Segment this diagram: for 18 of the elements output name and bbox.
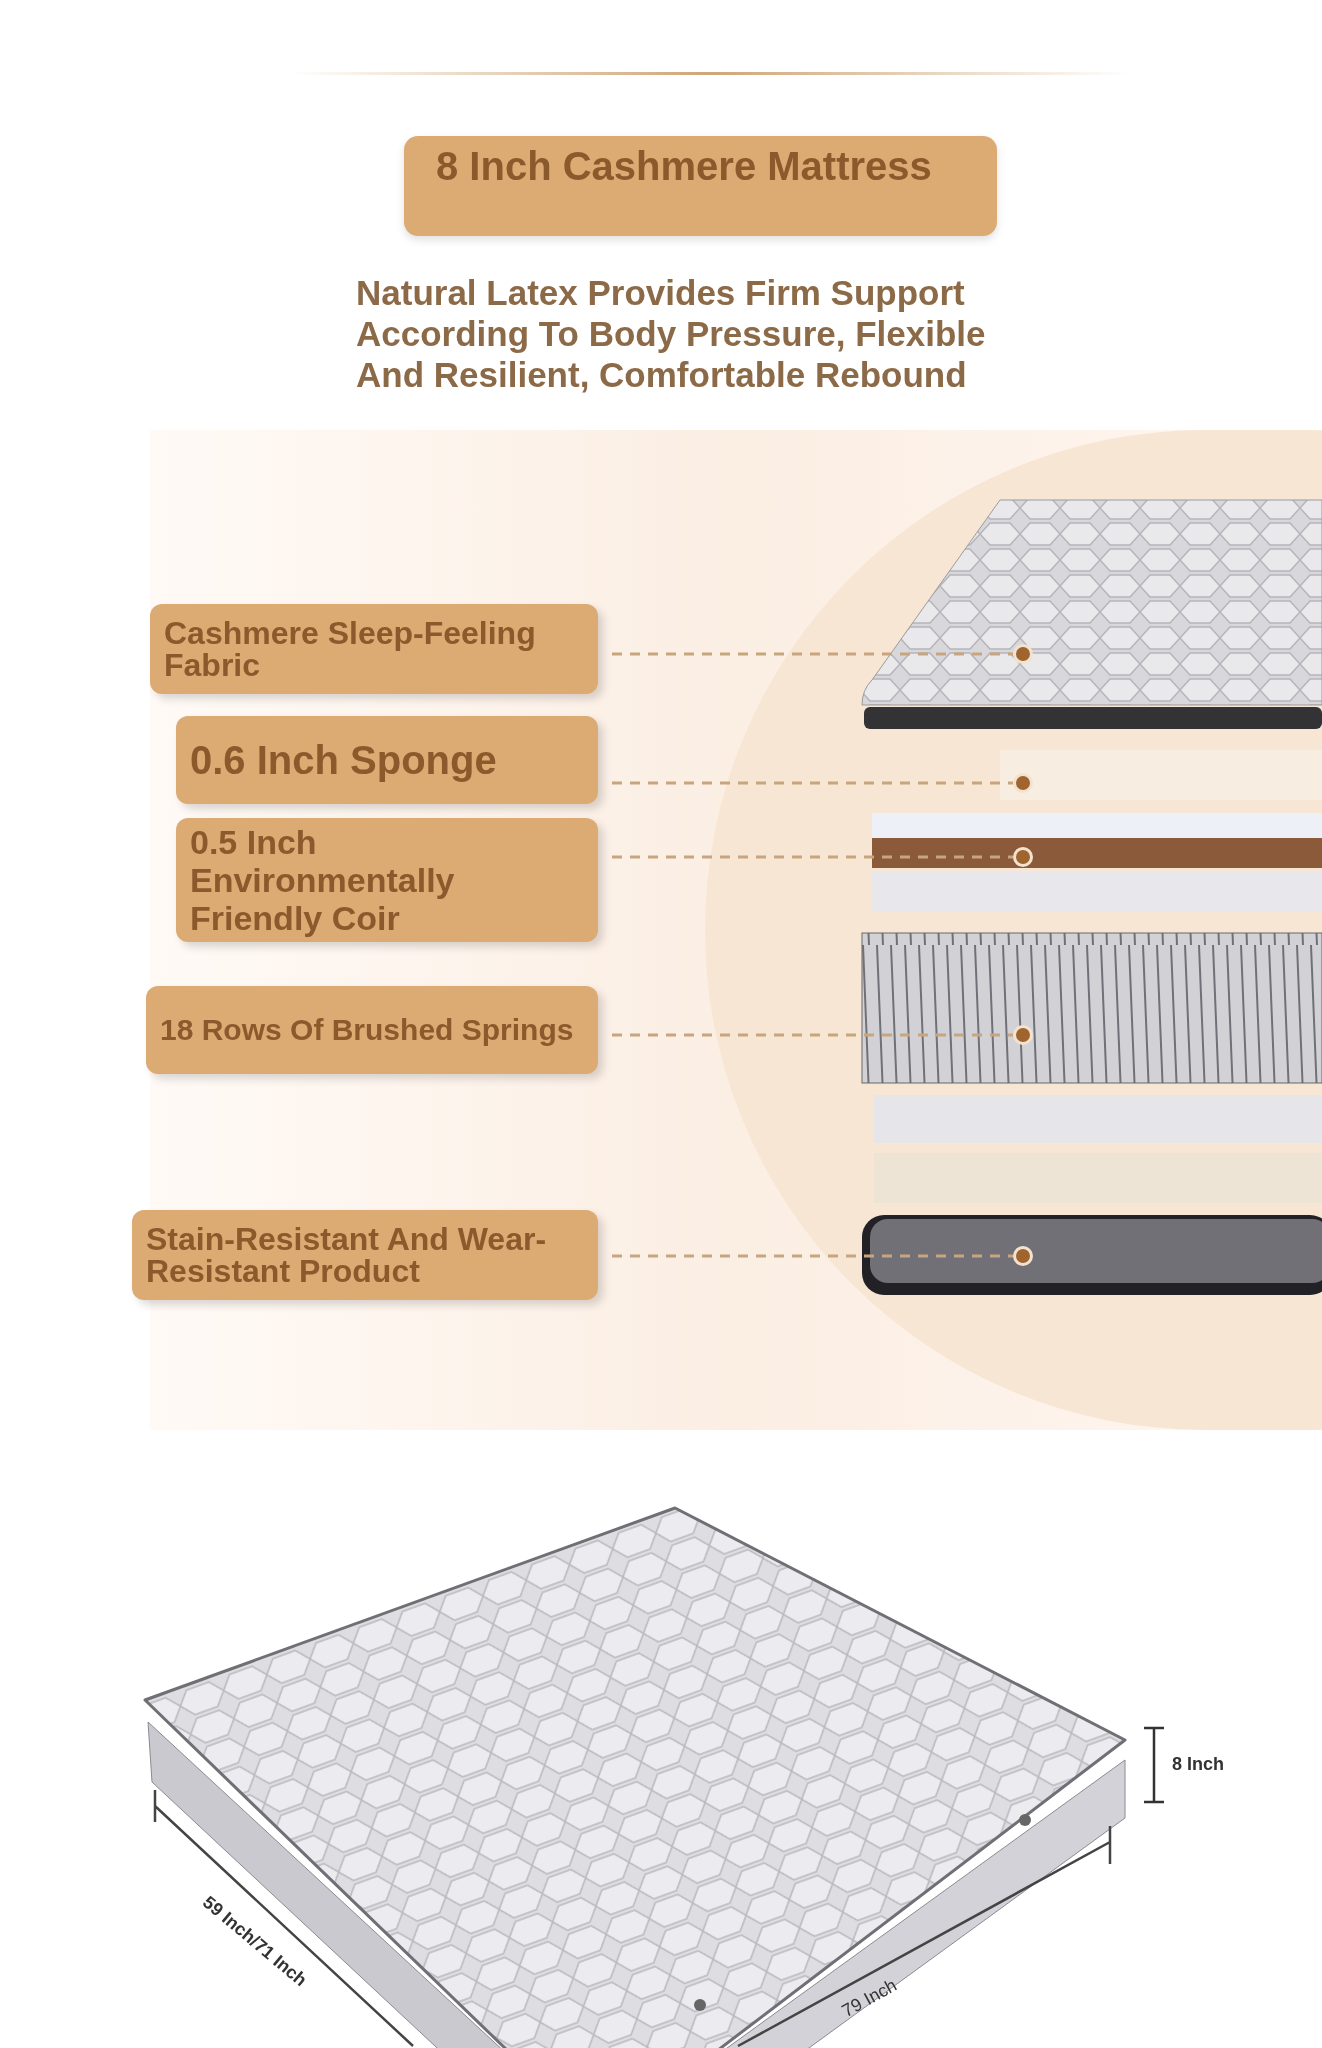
label-card: [146, 986, 598, 1074]
dimension-label: 8 Inch: [1172, 1753, 1224, 1776]
label-card: [132, 1210, 598, 1300]
label-card: [176, 716, 598, 804]
label-text: 0.5 Inch Environmentally Friendly Coir: [190, 823, 456, 937]
label-text: Stain-Resistant And Wear-Resistant Product: [146, 1223, 548, 1287]
leader-line: [612, 855, 1013, 859]
label-text: 0.6 Inch Sponge: [190, 738, 498, 782]
dimension-label: 79 Inch: [837, 1974, 901, 2024]
label-text: Cashmere Sleep-Feeling Fabric: [164, 617, 537, 681]
label-card: [176, 818, 598, 942]
leader-line: [612, 1254, 1013, 1258]
label-text: 18 Rows Of Brushed Springs: [160, 1015, 575, 1045]
leader-line: [612, 781, 1013, 785]
leader-line: [612, 1033, 1013, 1037]
label-card: [150, 604, 598, 694]
subtitle-text: Natural Latex Provides Firm Support According To Body Pressure, Flexible And Resilient, Comfortable Rebound: [356, 272, 987, 395]
title-banner: 8 Inch Cashmere Mattress: [404, 136, 997, 236]
